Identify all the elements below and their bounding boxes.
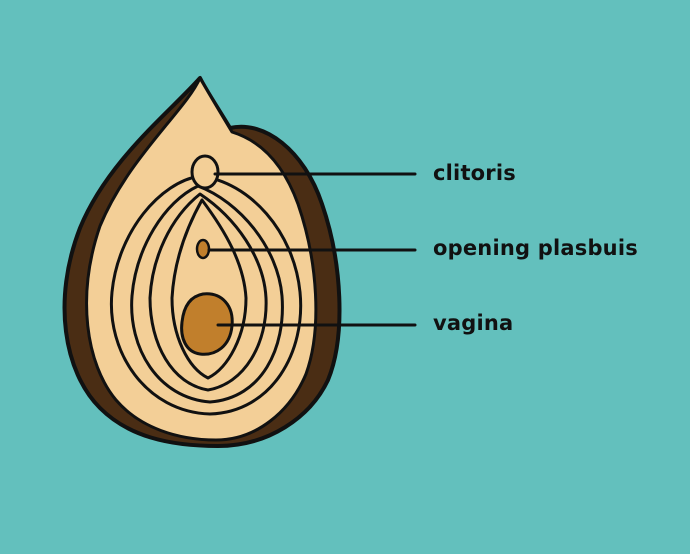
urethral-opening-shape (195, 238, 211, 260)
leader-lines (207, 172, 417, 327)
clitoris-shape (190, 154, 220, 190)
inner-flesh (85, 76, 318, 442)
vagina-shape (180, 292, 234, 356)
label-vagina: vagina (433, 311, 514, 335)
label-urethral-opening: opening plasbuis (433, 236, 638, 260)
label-clitoris: clitoris (433, 161, 516, 185)
